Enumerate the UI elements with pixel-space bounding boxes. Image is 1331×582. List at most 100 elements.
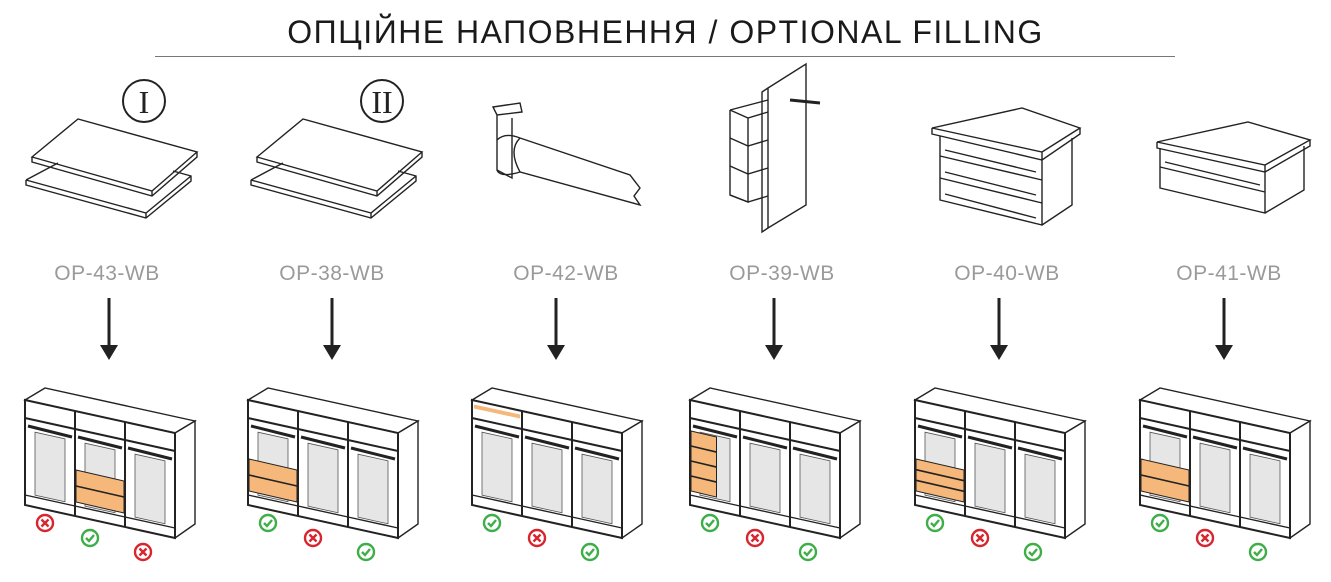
wardrobe-illustration xyxy=(688,387,862,540)
wardrobe-illustration xyxy=(1138,387,1312,540)
back-panel xyxy=(974,442,1006,514)
product-code: OP-38-WB xyxy=(279,262,385,285)
wardrobe-side xyxy=(174,419,196,540)
filling-line xyxy=(690,460,717,468)
check-mark xyxy=(930,519,940,528)
product-code: OP-39-WB xyxy=(729,262,835,285)
hanging-rail xyxy=(742,435,788,450)
hanging-rail xyxy=(917,424,963,439)
top-shelf xyxy=(689,417,741,430)
wardrobe-column xyxy=(23,298,197,562)
hanging-rail-icon xyxy=(491,102,642,207)
hanging-rail xyxy=(250,424,296,439)
shelves-icon xyxy=(25,118,199,219)
back-panel xyxy=(481,431,513,503)
arrow-head xyxy=(323,345,341,360)
top-shelf xyxy=(1014,439,1066,452)
cross-mark xyxy=(532,533,542,543)
top-shelf xyxy=(297,428,349,441)
hanging-rail xyxy=(574,446,620,461)
top-shelf xyxy=(471,417,523,430)
top-shelf xyxy=(1189,428,1241,441)
back-panel xyxy=(1024,453,1056,525)
back-panel xyxy=(799,453,831,525)
hanging-rail xyxy=(350,446,396,461)
title-divider xyxy=(155,56,1175,57)
badge-ii: II xyxy=(360,79,404,123)
check-icon xyxy=(258,513,278,533)
filling-line xyxy=(690,445,717,453)
hanging-rail xyxy=(524,435,570,450)
wardrobe-column xyxy=(1138,298,1312,562)
cross-mark xyxy=(138,547,148,557)
hanging-rail xyxy=(692,424,738,439)
wardrobe-side xyxy=(397,419,419,540)
filling-rail xyxy=(474,404,520,419)
bottom-rail xyxy=(1014,516,1066,529)
wardrobe-column xyxy=(470,298,644,562)
top-shelf xyxy=(914,417,966,430)
hanging-rail xyxy=(27,424,73,439)
check-mark xyxy=(1155,519,1165,528)
svg-text:I: I xyxy=(139,84,150,120)
bottom-rail xyxy=(521,505,573,518)
hanging-rail xyxy=(300,435,346,450)
arrow-head xyxy=(990,345,1008,360)
wardrobe-side xyxy=(1289,419,1311,540)
bottom-rail xyxy=(739,505,791,518)
top-shelf xyxy=(1239,439,1291,452)
check-icon xyxy=(700,513,720,533)
top-shelf xyxy=(347,439,399,452)
bottom-rail xyxy=(1189,505,1241,518)
bottom-rail xyxy=(789,516,841,529)
top-shelf xyxy=(24,417,76,430)
top-shelf xyxy=(247,417,299,430)
check-icon xyxy=(1023,542,1043,562)
bottom-rail xyxy=(1239,516,1291,529)
bottom-rail xyxy=(74,505,126,518)
hanging-rail xyxy=(1242,446,1288,461)
hanging-rail xyxy=(1142,424,1188,439)
wardrobe-illustration xyxy=(246,387,420,540)
bottom-rail xyxy=(471,494,523,507)
check-mark xyxy=(585,548,595,557)
bottom-rail xyxy=(571,516,623,529)
bottom-rail xyxy=(247,494,299,507)
hanging-rail xyxy=(77,435,123,450)
filling-line xyxy=(1140,474,1190,487)
wardrobe-illustration xyxy=(23,387,197,540)
product-code: OP-41-WB xyxy=(1176,262,1282,285)
hanging-rail xyxy=(474,424,520,439)
wardrobe-side xyxy=(621,419,643,540)
top-shelf xyxy=(124,439,176,452)
product-code: OP-43-WB xyxy=(54,262,160,285)
top-shelf xyxy=(521,428,573,441)
hanging-rail xyxy=(1192,435,1238,450)
check-icon xyxy=(482,513,502,533)
check-mark xyxy=(263,519,273,528)
check-icon xyxy=(80,528,100,548)
hanging-rail xyxy=(127,446,173,461)
back-panel xyxy=(307,442,339,514)
badge-i: I xyxy=(122,79,166,123)
cross-mark xyxy=(308,533,318,543)
cross-mark xyxy=(40,518,50,528)
check-icon xyxy=(1248,542,1268,562)
product-code: OP-40-WB xyxy=(954,262,1060,285)
wardrobe-side xyxy=(839,419,861,540)
back-panel xyxy=(134,453,166,525)
svg-text:II: II xyxy=(371,84,392,120)
drawer-unit-3-icon xyxy=(931,107,1082,226)
top-shelf xyxy=(1139,417,1191,430)
drawer-unit-2-icon xyxy=(1156,121,1312,214)
check-icon xyxy=(356,542,376,562)
wardrobe-column xyxy=(913,298,1087,562)
top-shelf xyxy=(739,428,791,441)
bottom-rail xyxy=(24,494,76,507)
cross-icon xyxy=(527,528,547,548)
cross-icon xyxy=(133,542,153,562)
bottom-rail xyxy=(347,516,399,529)
check-mark xyxy=(85,534,95,543)
filling-line xyxy=(690,475,717,483)
check-mark xyxy=(487,519,497,528)
